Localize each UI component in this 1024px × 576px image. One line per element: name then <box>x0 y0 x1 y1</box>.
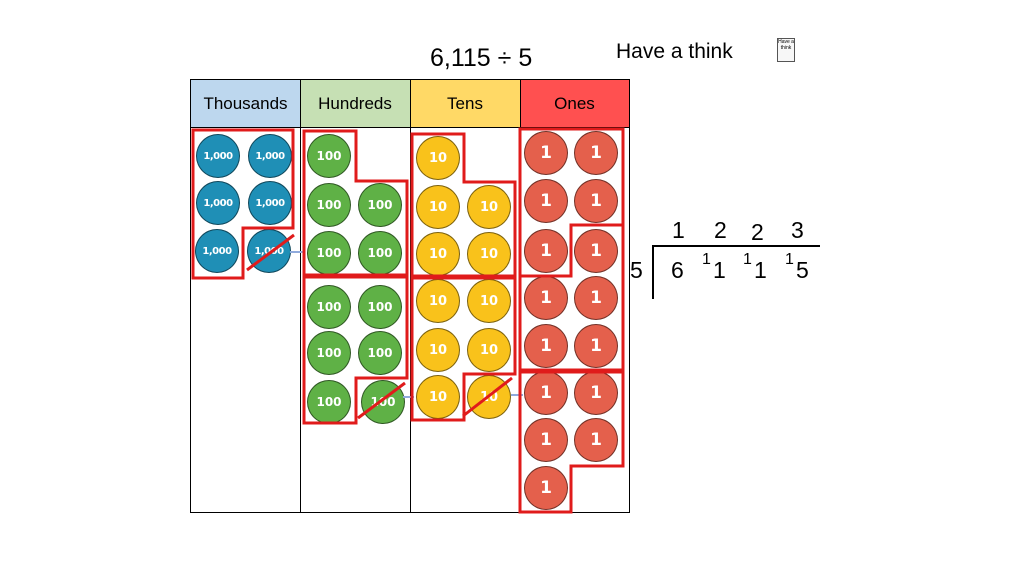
exchange-digit: 1 <box>743 251 752 268</box>
ten-counter: 10 <box>416 232 460 276</box>
exchange-digit: 1 <box>702 251 711 268</box>
dividend-digit: 6 <box>671 257 684 283</box>
one-counter: 1 <box>524 229 568 273</box>
one-counter: 1 <box>524 131 568 175</box>
thousand-counter: 1,000 <box>248 134 292 178</box>
column-label-ones: Ones <box>554 93 595 113</box>
column-divider <box>410 80 411 512</box>
hundred-counter: 100 <box>307 183 351 227</box>
hundred-counter: 100 <box>358 285 402 329</box>
hundred-counter: 100 <box>307 134 351 178</box>
thousand-counter: 1,000 <box>195 229 239 273</box>
thousand-counter: 1,000 <box>247 229 291 273</box>
hundred-counter: 100 <box>358 183 402 227</box>
thousand-counter: 1,000 <box>248 181 292 225</box>
column-label-thousands: Thousands <box>203 93 288 113</box>
column-header-tens: Tens <box>410 80 520 128</box>
one-counter: 1 <box>574 324 618 368</box>
divisor: 5 <box>630 257 643 283</box>
think-icon: Have a think <box>777 38 795 62</box>
dividend-digit: 1 <box>713 257 726 283</box>
ten-counter: 10 <box>416 185 460 229</box>
hundred-counter: 100 <box>307 331 351 375</box>
one-counter: 1 <box>574 131 618 175</box>
hundred-counter: 100 <box>358 331 402 375</box>
quotient-digit: 1 <box>672 217 685 243</box>
quotient-digit: 2 <box>714 217 727 243</box>
ten-counter: 10 <box>467 185 511 229</box>
calculation-title: 6,115 ÷ 5 <box>430 44 533 72</box>
hundred-counter: 100 <box>307 380 351 424</box>
one-counter: 1 <box>524 371 568 415</box>
column-label-hundreds: Hundreds <box>318 93 392 113</box>
ten-counter: 10 <box>416 136 460 180</box>
hundred-counter: 100 <box>361 380 405 424</box>
have-a-think-label: Have a think <box>616 40 733 63</box>
column-header-hundreds: Hundreds <box>300 80 410 128</box>
column-divider <box>300 80 301 512</box>
ten-counter: 10 <box>416 328 460 372</box>
ten-counter: 10 <box>467 232 511 276</box>
one-counter: 1 <box>574 179 618 223</box>
one-counter: 1 <box>524 276 568 320</box>
one-counter: 1 <box>574 229 618 273</box>
dividend-digit: 5 <box>796 257 809 283</box>
hundred-counter: 100 <box>358 231 402 275</box>
column-divider <box>520 80 521 512</box>
one-counter: 1 <box>574 276 618 320</box>
think-icon-text: Have a think <box>778 39 794 51</box>
ten-counter: 10 <box>467 375 511 419</box>
exchange-digit: 1 <box>785 251 794 268</box>
one-counter: 1 <box>524 324 568 368</box>
quotient-digit: 3 <box>791 217 804 243</box>
column-label-tens: Tens <box>447 93 483 113</box>
hundred-counter: 100 <box>307 285 351 329</box>
ten-counter: 10 <box>467 279 511 323</box>
ten-counter: 10 <box>416 279 460 323</box>
one-counter: 1 <box>524 418 568 462</box>
thousand-counter: 1,000 <box>196 181 240 225</box>
quotient-digit: 2 <box>751 219 764 245</box>
ten-counter: 10 <box>416 375 460 419</box>
column-header-thousands: Thousands <box>191 80 300 128</box>
one-counter: 1 <box>574 371 618 415</box>
thousand-counter: 1,000 <box>196 134 240 178</box>
ten-counter: 10 <box>467 328 511 372</box>
division-bracket-side <box>652 245 654 299</box>
dividend-digit: 1 <box>754 257 767 283</box>
division-bracket-top <box>652 245 820 247</box>
one-counter: 1 <box>524 466 568 510</box>
column-header-ones: Ones <box>520 80 629 128</box>
hundred-counter: 100 <box>307 231 351 275</box>
one-counter: 1 <box>524 179 568 223</box>
one-counter: 1 <box>574 418 618 462</box>
